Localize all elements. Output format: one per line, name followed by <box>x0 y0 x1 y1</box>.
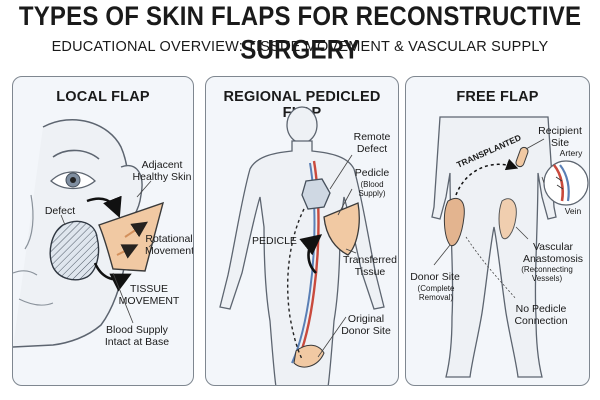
donor-site-left-icon <box>443 197 465 247</box>
defect-area-icon <box>49 220 100 281</box>
transferred-flap-icon <box>323 202 360 256</box>
page-title: TYPES OF SKIN FLAPS FOR RECONSTRUCTIVE S… <box>18 1 582 66</box>
face-illustration <box>13 118 165 348</box>
recipient-site-icon <box>515 146 529 168</box>
tissue-movement-arrow-icon <box>93 262 132 292</box>
defect-label: Defect <box>44 205 76 217</box>
donor-site-label: Donor Site <box>410 271 460 283</box>
pedicle-side-label: PEDICLE <box>252 235 297 247</box>
donor-site-icon <box>293 344 325 368</box>
free-flap-heading: FREE FLAP <box>456 89 539 105</box>
head-outline-icon <box>286 106 318 144</box>
local-flap-panel: LOCAL FLAP <box>12 76 194 386</box>
remote-defect-icon <box>301 178 331 210</box>
rotation-arrow-icon <box>86 195 122 218</box>
transplanted-arrow-icon <box>455 158 519 196</box>
donor-site-right-icon <box>498 198 517 240</box>
vein-label: Vein <box>564 206 582 216</box>
artery-label: Artery <box>559 148 583 158</box>
vascular-note-label: (Reconnecting Vessels) <box>521 265 573 283</box>
transfer-arrow-icon <box>299 234 323 274</box>
vessel-inset-icon <box>543 160 589 206</box>
body-outline-icon <box>219 140 385 385</box>
legs-illustration <box>431 116 589 378</box>
torso-illustration <box>219 106 385 385</box>
local-flap-heading: LOCAL FLAP <box>56 89 150 105</box>
page-subtitle: EDUCATIONAL OVERVIEW: TISSUE MOVEMENT & … <box>51 39 549 55</box>
pedicle-label: Pedicle <box>354 167 390 179</box>
